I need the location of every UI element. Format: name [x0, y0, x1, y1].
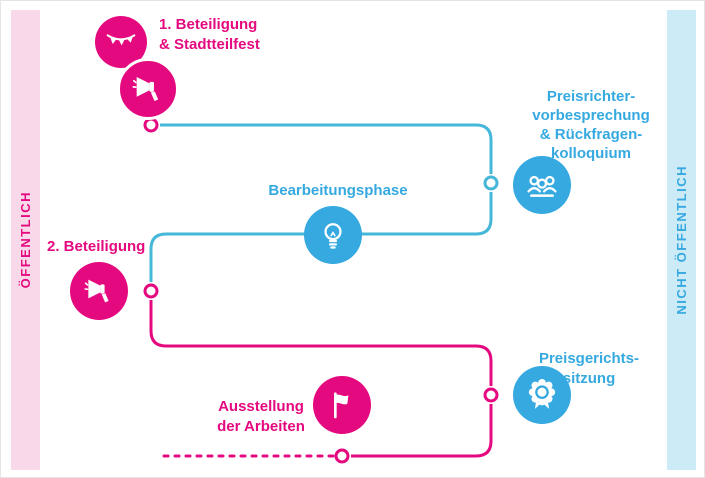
band-oeffentlich: ÖFFENTLICH	[11, 10, 40, 470]
label-preisgerichtssitzung: Preisgerichts- sitzung	[538, 350, 640, 387]
award-rosette-icon	[528, 378, 556, 409]
label-bearbeitungsphase: Bearbeitungsphase	[268, 182, 408, 199]
milestone-ring-5	[334, 448, 350, 464]
band-nicht-oeffentlich: NICHT ÖFFENTLICH	[667, 10, 696, 470]
node-ausstellung	[313, 376, 371, 434]
bunting-icon	[106, 34, 136, 46]
flag-icon	[334, 392, 349, 419]
flow-segment-3	[149, 300, 493, 386]
milestone-ring-3	[143, 283, 159, 299]
label-beteiligung-1: 1. Beteiligung & Stadtteilfest	[159, 16, 260, 53]
milestone-ring-2	[483, 175, 499, 191]
megaphone-icon	[84, 279, 109, 303]
flow-segment-4	[351, 404, 493, 458]
node-bearbeitungsphase	[304, 206, 362, 264]
label-preisrichtervorbesprechung: Preisrichter- vorbesprechung & Rückfrage…	[532, 88, 650, 162]
lightbulb-icon	[324, 223, 342, 249]
milestone-ring-4	[483, 387, 499, 403]
node-beteiligung-1	[117, 58, 179, 120]
flow-segment-1	[160, 123, 493, 174]
jury-panel-icon	[527, 175, 557, 197]
node-preisrichtervorbesprechung	[513, 156, 571, 214]
node-preisgerichtssitzung	[513, 366, 571, 424]
label-ausstellung: Ausstellung der Arbeiten	[217, 398, 305, 435]
node-beteiligung-2	[70, 262, 128, 320]
label-beteiligung-2: 2. Beteiligung	[47, 238, 146, 255]
megaphone-icon	[132, 76, 159, 102]
